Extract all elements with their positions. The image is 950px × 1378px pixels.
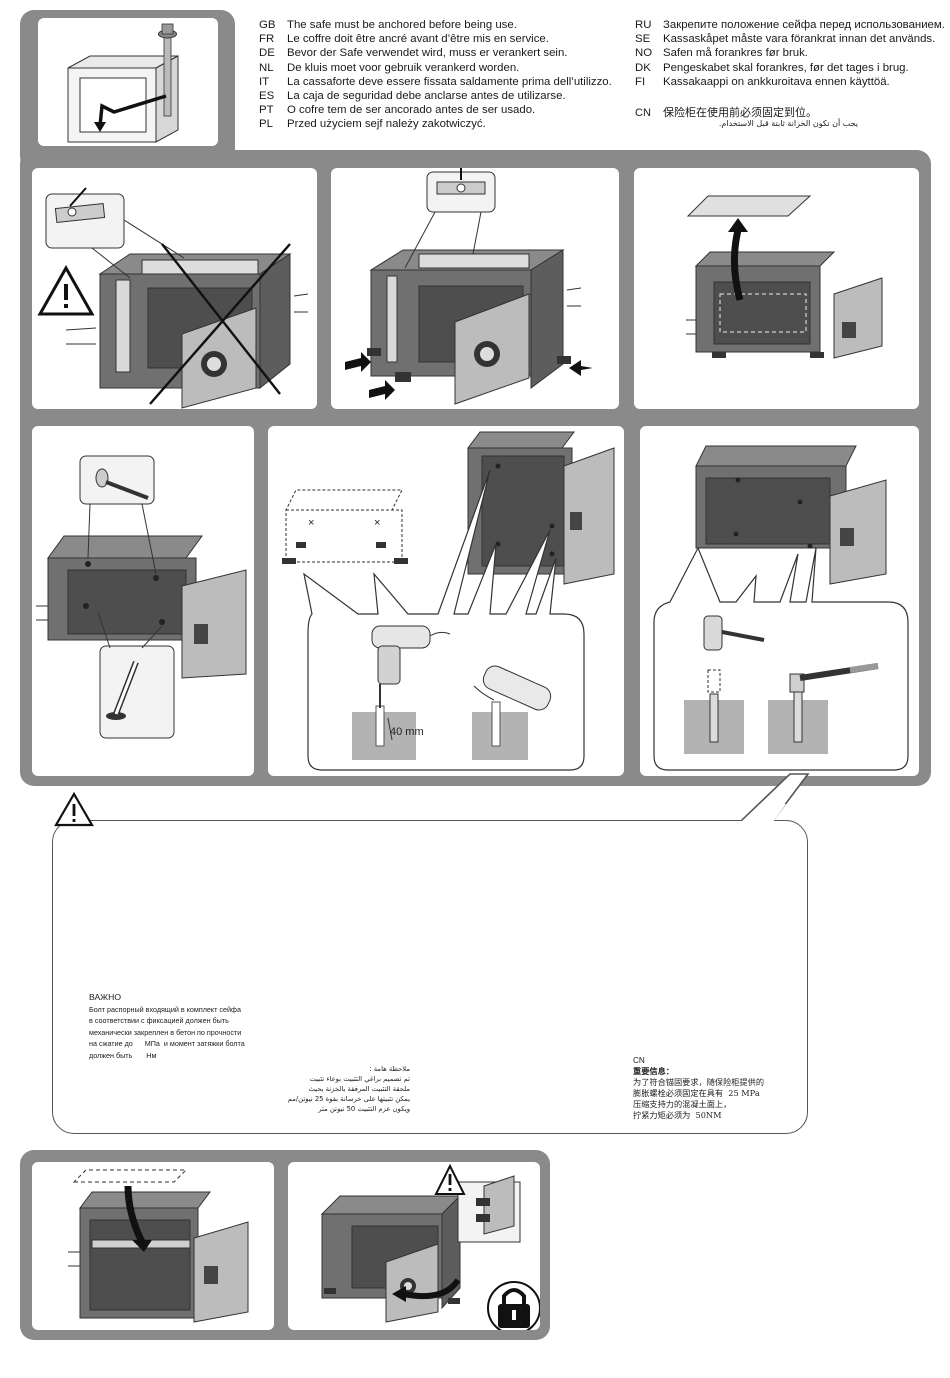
note-cn-title: 重要信息： xyxy=(633,1066,674,1076)
note-line: 为了符合锚固要求，随保险柜提供的 xyxy=(633,1077,765,1087)
wrench-icon xyxy=(789,663,879,693)
lang-ar-row: يجب أن تكون الخزانة ثابتة قبل الاستخدام. xyxy=(663,119,858,128)
drill-depth-label: 40 mm xyxy=(390,726,424,738)
lang-text: Przed użyciem sejf należy zakotwiczyć. xyxy=(287,118,486,131)
lang-row: NO Safen må forankres før bruk. xyxy=(635,46,945,60)
lang-text: Le coffre doit être ancré avant d’être m… xyxy=(287,33,549,46)
lang-code: ES xyxy=(259,90,275,103)
note-line: 拧紧力矩必须为 50NM xyxy=(633,1110,722,1120)
lang-row: ES La caja de seguridad debe anclarse ant… xyxy=(259,89,612,103)
note-line: 压缩支持力的混凝土面上， xyxy=(633,1099,732,1109)
lang-text: Safen må forankres før bruk. xyxy=(663,47,808,60)
svg-text:×: × xyxy=(308,517,314,529)
note-line: يمكن تثبيتها على خرسانة بقوة 25 نيوتن/مم xyxy=(287,1095,410,1103)
note-line: механически закреплен в бетон по прочнос… xyxy=(89,1027,242,1037)
spray-can-icon xyxy=(473,665,552,711)
lang-text: La caja de seguridad debe anclarse antes… xyxy=(287,90,566,103)
warning-triangle-icon xyxy=(37,264,95,316)
lang-code: CN xyxy=(635,107,651,119)
step-level-correct-panel xyxy=(331,168,619,409)
lang-row: DE Bevor der Safe verwendet wird, muss er… xyxy=(259,46,612,60)
step-drill-holes-panel: × × 40 mm xyxy=(268,426,624,776)
lang-code: IT xyxy=(259,75,270,88)
lang-text: Bevor der Safe verwendet wird, muss er v… xyxy=(287,47,568,60)
lang-code: RU xyxy=(635,19,652,31)
note-ar-title: ملاحظة هامة : xyxy=(369,1065,410,1073)
lang-text: Kassaskåpet måste vara förankrat innan d… xyxy=(663,33,936,46)
step-mark-holes-panel xyxy=(32,426,254,776)
lang-row: PT O cofre tem de ser ancorado antes de s… xyxy=(259,103,612,117)
lang-cn-row: CN 保险柜在使用前必须固定到位。 xyxy=(635,104,817,120)
lang-text: O cofre tem de ser ancorado antes de ser… xyxy=(287,104,536,117)
lang-row: PL Przed użyciem sejf należy zakotwiczyć. xyxy=(259,117,612,131)
warning-triangle-icon xyxy=(54,792,94,827)
step-remove-board-panel xyxy=(634,168,919,409)
language-list-left: GB The safe must be anchored before being… xyxy=(259,18,612,132)
header-illustration-panel xyxy=(38,18,218,146)
lang-text: يجب أن تكون الخزانة ثابتة قبل الاستخدام. xyxy=(718,119,858,128)
drill-icon xyxy=(371,625,451,708)
step-close-lock-panel xyxy=(288,1162,540,1330)
note-line: на сжатие до МПа и момент затяжки болта xyxy=(89,1039,245,1048)
lang-code: GB xyxy=(259,19,276,31)
lang-row: RU Закрепите положение сейфа перед исполь… xyxy=(635,18,945,32)
lang-text: Kassakaappi on ankkuroitava ennen käyttö… xyxy=(663,75,890,88)
lang-row: IT La cassaforte deve essere fissata sald… xyxy=(259,75,612,89)
lang-code: SE xyxy=(635,33,651,46)
lang-code: DK xyxy=(635,61,651,74)
note-cn: CN 重要信息： 为了符合锚固要求，随保险柜提供的 膨胀螺栓必须固定在具有 25… xyxy=(633,1055,803,1121)
lang-row: GB The safe must be anchored before being… xyxy=(259,18,612,32)
hammer-icon xyxy=(703,615,765,651)
lang-row: NL De kluis moet voor gebruik verankerd w… xyxy=(259,61,612,75)
lang-code: NL xyxy=(259,61,274,74)
warning-triangle-icon xyxy=(434,1163,466,1195)
lang-row: FI Kassakaappi on ankkuroitava ennen käyt… xyxy=(635,75,945,89)
language-list-right: RU Закрепите положение сейфа перед исполь… xyxy=(635,18,945,89)
note-line: ملحقة التثبيت المرفقة بالخزنة بحيث xyxy=(308,1085,410,1093)
step-replace-board-panel xyxy=(32,1162,274,1330)
note-ru: ВАЖНО Болт распорный входящий в комплект… xyxy=(89,992,259,1061)
lang-code: NO xyxy=(635,47,653,60)
lang-text: The safe must be anchored before being u… xyxy=(287,19,517,31)
step-anchor-bolts-panel xyxy=(640,426,919,776)
lang-row: FR Le coffre doit être ancré avant d’être… xyxy=(259,32,612,46)
note-cn-code: CN xyxy=(633,1056,645,1065)
important-notes-callout xyxy=(52,820,808,1134)
step-level-wrong-panel xyxy=(32,168,317,409)
lang-text: Закрепите положение сейфа перед использо… xyxy=(663,19,945,31)
note-ar: ملاحظة هامة : تم تصميم براغي التثبيت بوع… xyxy=(262,1064,410,1114)
note-line: ويكون عزم التثبيت 50 نيوتن متر xyxy=(318,1105,410,1113)
lang-row: SE Kassaskåpet måste vara förankrat innan… xyxy=(635,32,945,46)
callout-pointer-cover xyxy=(741,804,786,822)
lang-code: DE xyxy=(259,47,275,60)
note-line: Болт распорный входящий в комплект сейфа xyxy=(89,1004,241,1014)
lang-code: FI xyxy=(635,75,646,88)
shelf-icon xyxy=(68,1169,249,1323)
note-line: в соответствии с фиксацией должен быть xyxy=(89,1016,229,1025)
lang-code: PT xyxy=(259,104,274,117)
lang-text: La cassaforte deve essere fissata saldam… xyxy=(287,75,612,88)
note-line: должен быть Нм xyxy=(89,1050,157,1060)
padlock-icon xyxy=(487,1281,540,1330)
anchoring-illustration xyxy=(67,23,179,143)
lang-code: PL xyxy=(259,118,273,131)
lang-code: FR xyxy=(259,33,275,46)
note-line: 膨胀螺栓必须固定在具有 25 MPa xyxy=(633,1088,760,1098)
lang-row: DK Pengeskabet skal forankres, før det ta… xyxy=(635,61,945,75)
lang-text: De kluis moet voor gebruik verankerd wor… xyxy=(287,61,520,74)
svg-text:×: × xyxy=(374,517,380,529)
lang-text: Pengeskabet skal forankres, før det tage… xyxy=(663,61,909,74)
lang-text: 保险柜在使用前必须固定到位。 xyxy=(663,106,817,119)
note-line: تم تصميم براغي التثبيت بوعاء تثبيت xyxy=(309,1075,410,1083)
note-ru-title: ВАЖНО xyxy=(89,992,122,1002)
